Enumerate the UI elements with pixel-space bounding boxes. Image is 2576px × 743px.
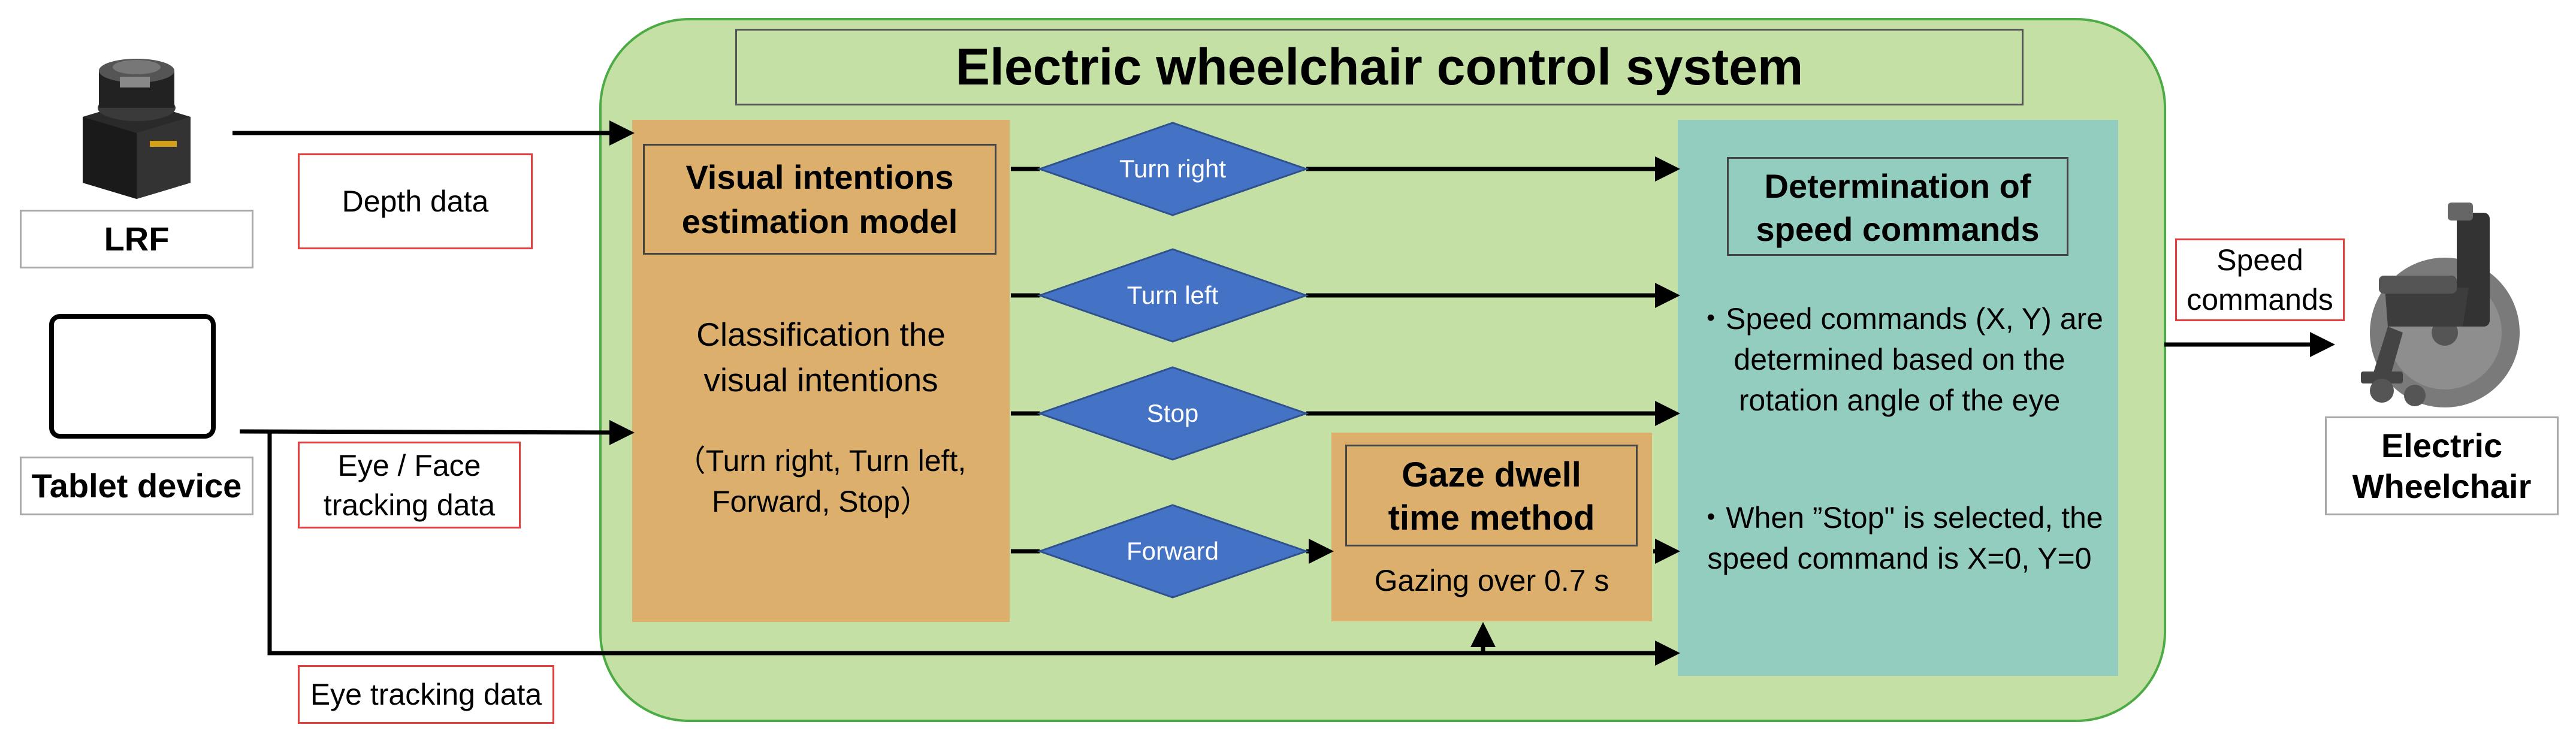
intention-model-title-line2: estimation model [681, 203, 958, 240]
intention-model-title: Visual intentions estimation model [643, 144, 996, 255]
wheelchair-label-line2: Wheelchair [2352, 467, 2532, 505]
intention-model-desc-line1: Classification the [696, 316, 946, 353]
intention-model-desc-line2: visual intentions [703, 361, 938, 398]
speed-command-title-line1: Determination of [1764, 167, 2031, 205]
intention-classes-line2: Forward, Stop） [711, 485, 930, 518]
forward-label: Forward [1127, 537, 1219, 565]
wheelchair-label-line1: Electric [2381, 426, 2503, 464]
intention-model-description: Classification the visual intentions [641, 312, 1001, 403]
system-title: Electric wheelchair control system [735, 29, 2024, 105]
turn-left-label: Turn left [1127, 281, 1219, 309]
speed-bullet1-line2: determined based on the [1734, 343, 2065, 376]
stop-label: Stop [1147, 399, 1198, 427]
intention-model-block [632, 120, 1010, 622]
turn-right-diamond [1037, 122, 1309, 216]
speed-bullet1-line3: rotation angle of the eye [1738, 383, 2061, 417]
gaze-dwell-title-line2: time method [1388, 499, 1595, 537]
intention-classes-line1: （Turn right, Turn left, [675, 444, 967, 478]
speed-commands-label: Speed commands [2175, 238, 2345, 321]
gaze-dwell-title-line1: Gaze dwell [1402, 455, 1581, 494]
eye-tracking-data-arrow [267, 431, 1680, 666]
speed-command-title: Determination of speed commands [1727, 157, 2068, 256]
lrf-sensor-icon [83, 59, 191, 199]
eye-face-line1: Eye / Face [337, 448, 481, 482]
speed-command-title-line2: speed commands [1756, 210, 2040, 248]
tablet-device-icon [49, 314, 216, 439]
forward-diamond [1037, 504, 1309, 599]
wheelchair-icon [2361, 203, 2520, 407]
gaze-dwell-detail: Gazing over 0.7 s [1374, 564, 1609, 597]
electric-wheelchair-label: Electric Wheelchair [2325, 416, 2559, 515]
tablet-device-label: Tablet device [20, 457, 253, 515]
speed-bullet2-line2: speed command is X=0, Y=0 [1707, 542, 2092, 575]
speed-command-bullet-1: ・Speed commands (X, Y) are determined ba… [1687, 298, 2112, 421]
lrf-label: LRF [20, 210, 253, 268]
speed-bullet1-line1: ・Speed commands (X, Y) are [1696, 302, 2103, 336]
eye-face-data-arrow [239, 419, 635, 445]
turn-right-label: Turn right [1119, 155, 1227, 183]
speed-bullet2-line1: ・When ”Stop" is selected, the [1696, 501, 2103, 534]
turn-left-diamond [1037, 248, 1309, 343]
speed-commands-line2: commands [2187, 283, 2333, 316]
depth-data-label: Depth data [298, 153, 533, 249]
gaze-dwell-title: Gaze dwell time method [1345, 445, 1638, 546]
gaze-dwell-block [1331, 433, 1652, 621]
speed-command-block [1678, 120, 2118, 676]
eye-face-data-label: Eye / Face tracking data [298, 442, 521, 528]
eye-tracking-data-label: Eye tracking data [298, 665, 554, 724]
speed-commands-line1: Speed [2216, 243, 2303, 277]
intention-classes: （Turn right, Turn left, Forward, Stop） [641, 440, 1001, 522]
stop-diamond [1037, 366, 1309, 461]
intention-model-title-line1: Visual intentions [685, 158, 954, 196]
eye-face-line2: tracking data [323, 488, 496, 522]
speed-command-bullet-2: ・When ”Stop" is selected, the speed comm… [1687, 497, 2112, 579]
